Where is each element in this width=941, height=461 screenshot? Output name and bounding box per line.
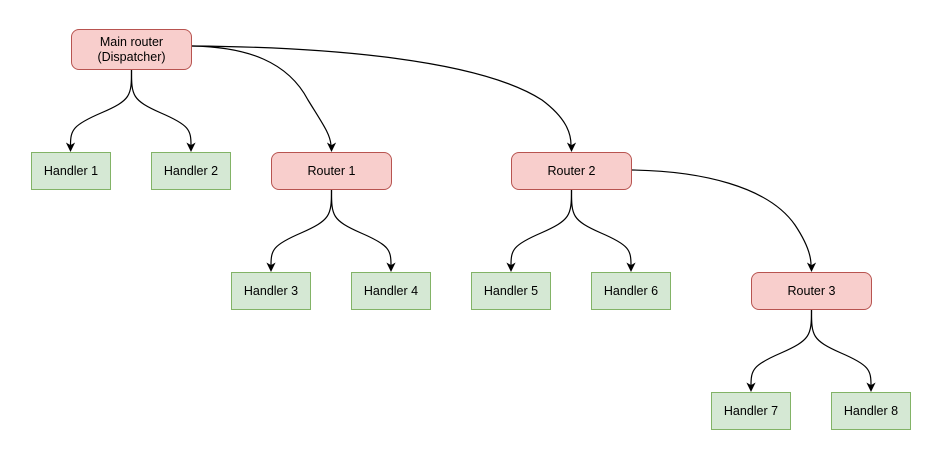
- edge-router-2-to-handler-5-arrowhead-icon: [506, 262, 516, 272]
- node-router-2-label: Router 2: [547, 163, 596, 178]
- edge-router-2-to-handler-5: [506, 189, 573, 272]
- node-main-router[interactable]: Main router (Dispatcher): [71, 29, 192, 70]
- edge-router-1-to-handler-4-arrowhead-icon: [386, 262, 396, 272]
- node-router-3[interactable]: Router 3: [751, 272, 872, 310]
- node-handler-2-label: Handler 2: [163, 163, 219, 178]
- node-handler-4-label: Handler 4: [363, 283, 419, 298]
- node-handler-5[interactable]: Handler 5: [471, 272, 551, 310]
- edge-router-2-to-handler-6-arrowhead-icon: [626, 262, 636, 272]
- node-handler-6-label: Handler 6: [603, 283, 659, 298]
- edge-main-to-handler-2-line: [130, 69, 192, 146]
- edge-router-1-to-handler-3-line: [270, 189, 333, 266]
- node-handler-8[interactable]: Handler 8: [831, 392, 911, 430]
- edge-router-2-to-router-3: [631, 169, 817, 272]
- edge-main-to-handler-2-arrowhead-icon: [186, 142, 196, 152]
- node-router-1-label: Router 1: [307, 163, 356, 178]
- edge-router-1-to-handler-3: [266, 189, 333, 272]
- edge-main-to-router-2-line: [191, 45, 572, 146]
- node-handler-6[interactable]: Handler 6: [591, 272, 671, 310]
- edge-main-to-router-2: [191, 45, 577, 152]
- edge-router-2-to-handler-6-line: [570, 189, 632, 266]
- edge-router-3-to-handler-8-line: [810, 309, 872, 386]
- node-handler-1-label: Handler 1: [43, 163, 99, 178]
- node-handler-1[interactable]: Handler 1: [31, 152, 111, 190]
- node-handler-7[interactable]: Handler 7: [711, 392, 791, 430]
- edge-router-2-to-handler-5-line: [510, 189, 573, 266]
- edge-router-3-to-handler-8-arrowhead-icon: [866, 382, 876, 392]
- node-handler-8-label: Handler 8: [843, 403, 899, 418]
- edge-router-2-to-router-3-arrowhead-icon: [806, 262, 817, 272]
- edge-main-to-handler-1-arrowhead-icon: [65, 142, 76, 152]
- node-router-1[interactable]: Router 1: [271, 152, 392, 190]
- node-handler-7-label: Handler 7: [723, 403, 779, 418]
- node-handler-3[interactable]: Handler 3: [231, 272, 311, 310]
- node-router-2[interactable]: Router 2: [511, 152, 632, 190]
- edge-main-to-handler-1-line: [69, 69, 133, 146]
- node-main-router-label: Main router (Dispatcher): [97, 34, 166, 64]
- edge-main-to-router-1-arrowhead-icon: [326, 142, 337, 152]
- edge-main-to-router-1-line: [191, 45, 332, 146]
- node-handler-4[interactable]: Handler 4: [351, 272, 431, 310]
- node-handler-2[interactable]: Handler 2: [151, 152, 231, 190]
- node-router-3-label: Router 3: [787, 283, 836, 298]
- edge-router-1-to-handler-4: [330, 189, 396, 272]
- edge-main-to-router-2-arrowhead-icon: [566, 142, 577, 152]
- edge-router-3-to-handler-7-arrowhead-icon: [746, 382, 756, 392]
- edge-router-2-to-handler-6: [570, 189, 636, 272]
- edge-router-3-to-handler-7: [746, 309, 813, 392]
- edge-router-3-to-handler-8: [810, 309, 876, 392]
- edge-router-1-to-handler-4-line: [330, 189, 392, 266]
- node-handler-5-label: Handler 5: [483, 283, 539, 298]
- edge-router-1-to-handler-3-arrowhead-icon: [266, 262, 276, 272]
- edge-main-to-handler-2: [130, 69, 196, 152]
- node-handler-3-label: Handler 3: [243, 283, 299, 298]
- edge-router-2-to-router-3-line: [631, 169, 812, 266]
- edge-main-to-router-1: [191, 45, 337, 152]
- edge-main-to-handler-1: [65, 69, 133, 152]
- edge-router-3-to-handler-7-line: [750, 309, 813, 386]
